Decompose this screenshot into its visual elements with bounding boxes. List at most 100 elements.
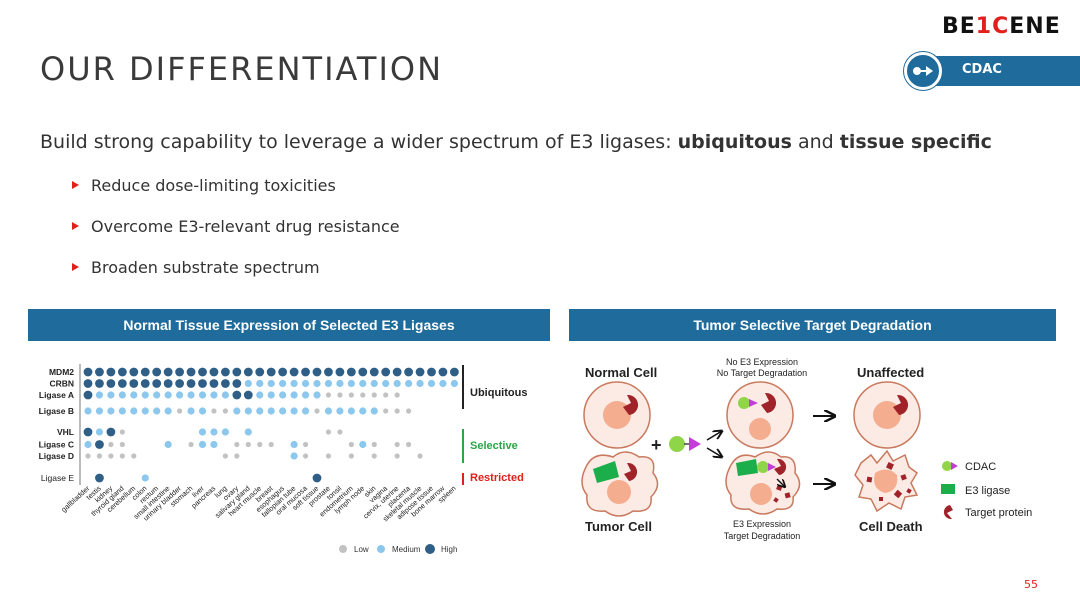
expression-dot: [95, 367, 104, 377]
expression-dot: [439, 379, 447, 388]
row-label: Ligase E: [41, 473, 74, 483]
bullet-triangle-icon: [72, 180, 79, 189]
expression-dot: [266, 367, 276, 377]
expression-dot: [267, 407, 275, 415]
expression-dot: [370, 407, 378, 415]
company-logo: BE1CENE: [942, 14, 1061, 39]
expression-dot: [279, 391, 287, 399]
expression-dot: [222, 453, 228, 459]
expression-dot: [153, 391, 161, 399]
bullet-triangle-icon: [72, 262, 79, 271]
expression-dot: [336, 407, 344, 415]
expression-dot: [301, 379, 310, 388]
expression-dot: [117, 379, 127, 388]
e3-ligase-icon: [593, 461, 619, 483]
expression-dot: [244, 407, 252, 415]
expression-dot: [383, 408, 389, 414]
expression-dot: [198, 391, 207, 399]
expression-dot: [198, 428, 207, 436]
expression-dot: [187, 407, 195, 415]
expression-dot: [243, 367, 253, 377]
left-panel-header: Normal Tissue Expression of Selected E3 …: [28, 309, 550, 341]
expression-dot: [347, 379, 355, 388]
lead-statement: Build strong capability to leverage a wi…: [40, 131, 992, 153]
plus-sign: +: [651, 435, 662, 455]
expression-dot: [290, 452, 298, 460]
expression-dot: [406, 441, 412, 448]
bullet-item: Broaden substrate spectrum: [72, 258, 320, 277]
expression-dot: [301, 367, 310, 377]
row-label: MDM2: [49, 367, 74, 377]
right-panel-header: Tumor Selective Target Degradation: [569, 309, 1056, 341]
expression-dot: [175, 379, 185, 388]
unaffected-cell: [853, 381, 921, 449]
expression-dot: [256, 379, 264, 388]
expression-dot: [198, 440, 207, 449]
legend-dot: [425, 544, 435, 554]
expression-dot: [301, 407, 310, 415]
expression-dot: [83, 367, 93, 377]
expression-dot: [108, 453, 114, 459]
normal-cell: [583, 381, 651, 449]
expression-dot: [358, 367, 368, 377]
expression-dot: [381, 367, 391, 377]
expression-dot: [119, 453, 125, 459]
expression-dot: [175, 367, 185, 377]
expression-dot: [348, 392, 354, 398]
tumor-cell-label: Tumor Cell: [585, 519, 652, 534]
expression-dot: [404, 367, 413, 377]
expression-dot: [290, 440, 298, 449]
expression-dot: [163, 367, 173, 377]
expression-dot: [359, 379, 367, 388]
legend-label: Low: [354, 545, 369, 554]
expression-dot: [371, 441, 377, 448]
legend-target-protein: Target protein: [965, 507, 1032, 519]
row-label: CRBN: [49, 379, 74, 389]
expression-dot: [313, 391, 321, 399]
expression-dot: [279, 379, 287, 388]
expression-dot: [188, 441, 194, 448]
expression-dot: [129, 379, 139, 388]
expression-dot: [370, 379, 378, 388]
expression-dot: [335, 367, 345, 377]
legend-label: Medium: [392, 545, 421, 554]
expression-dot: [427, 379, 436, 388]
expression-dot: [268, 441, 274, 448]
expression-dot: [324, 367, 333, 377]
expression-dot: [118, 407, 126, 415]
expression-dot: [233, 407, 241, 415]
group-label: Ubiquitous: [470, 387, 527, 399]
expression-dot: [450, 379, 458, 388]
expression-dot: [450, 367, 459, 377]
expression-dot: [210, 440, 218, 449]
row-label: Ligase D: [39, 451, 74, 461]
expression-dot: [131, 453, 137, 459]
expression-dot: [108, 441, 114, 448]
expression-dot: [371, 453, 377, 459]
expression-dot: [415, 367, 425, 377]
bullet-item: Overcome E3-relevant drug resistance: [72, 217, 400, 236]
e3-expression-label: E3 Expression: [733, 519, 791, 529]
expression-dot: [129, 367, 139, 377]
legend-label: High: [441, 545, 457, 554]
expression-dot: [163, 379, 173, 388]
expression-dot: [221, 428, 229, 436]
expression-dot: [221, 367, 230, 377]
expression-dot: [371, 392, 377, 398]
expression-dot: [255, 367, 265, 377]
expression-dot: [369, 367, 379, 377]
expression-dot: [84, 440, 92, 449]
cdac-molecule-icon: [669, 436, 701, 452]
cdac-legend-icon: [942, 461, 952, 471]
expression-dot: [312, 367, 322, 377]
page-title: OUR DIFFERENTIATION: [40, 50, 444, 88]
arrow-down-icon: [706, 447, 722, 457]
expression-dot: [152, 367, 162, 377]
expression-dot: [257, 441, 263, 448]
expression-dot: [405, 379, 413, 388]
expression-dot: [141, 407, 149, 415]
expression-dot: [118, 391, 126, 399]
bullet-item: Reduce dose-limiting toxicities: [72, 176, 336, 195]
expression-dot: [394, 392, 400, 398]
expression-dot: [348, 441, 354, 448]
